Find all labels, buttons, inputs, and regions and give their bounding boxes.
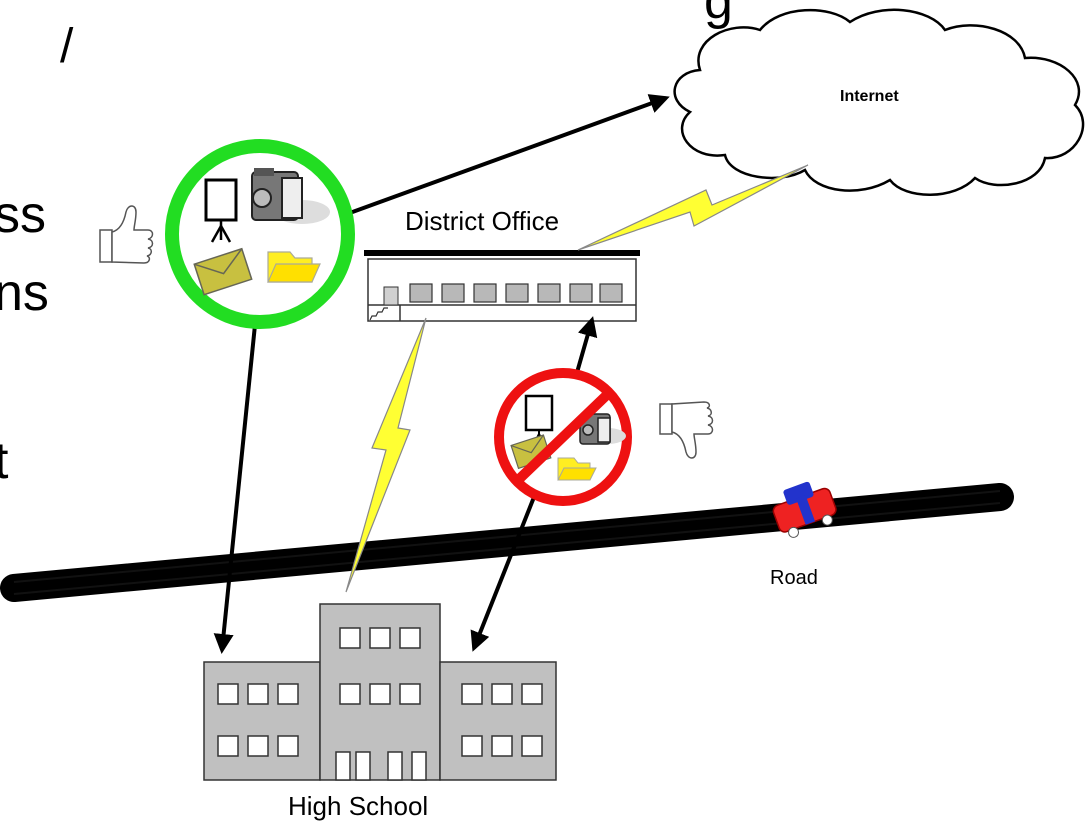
slide-text-fragment-1: ss <box>0 186 46 244</box>
slide-text-fragment-5: / <box>60 20 74 73</box>
folder-icon <box>267 251 321 283</box>
road <box>0 483 1014 602</box>
prohibition-slash <box>511 387 615 487</box>
district-office-building <box>364 250 640 322</box>
arrow-to-internet <box>335 94 670 220</box>
high-school-label: High School <box>288 791 428 821</box>
car-icon <box>772 481 837 538</box>
thumbs-up-icon <box>99 205 154 264</box>
slide-text-fragment-2: ns <box>0 264 49 322</box>
projector-screen-icon <box>204 178 238 243</box>
blocked-traffic-group <box>494 368 632 506</box>
arrow-blocked-to-high-school <box>470 481 542 652</box>
video-camera-icon <box>251 168 330 224</box>
envelope-icon <box>193 247 253 296</box>
road-label: Road <box>770 567 818 589</box>
slide-text-fragment-3: t <box>0 432 9 490</box>
thumbs-down-icon <box>659 401 714 459</box>
folder-icon <box>557 457 597 481</box>
wireless-link-school <box>345 317 427 593</box>
arrow-to-high-school <box>213 314 258 654</box>
wireless-link-internet <box>577 164 809 251</box>
district-office-label: District Office <box>405 206 559 236</box>
internet-label: Internet <box>840 88 899 105</box>
slide-text-fragment-4: g <box>704 0 733 30</box>
allowed-traffic-group <box>165 139 355 329</box>
high-school-building <box>203 603 557 781</box>
internet-cloud <box>673 8 1085 196</box>
video-camera-icon <box>579 413 626 445</box>
